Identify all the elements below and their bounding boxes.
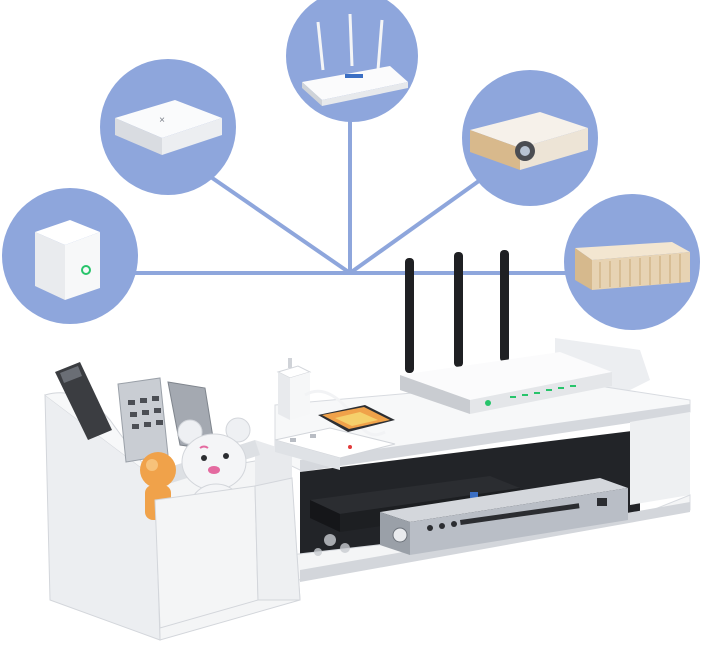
connector-line-upper-right [348,171,492,275]
antenna-left [405,258,414,373]
connector-lines [135,120,575,275]
router-status-leds [510,385,576,398]
set-top-box-icon: × [115,100,222,155]
svg-text:×: × [159,115,165,126]
dvd-player [380,478,628,555]
mesh-router-icon [575,242,690,290]
projector-icon [470,112,588,170]
remote-black [55,362,112,440]
bubble-wifi-cube [2,188,138,324]
organizer-side [44,393,161,641]
antenna-middle [454,252,463,367]
connector-line-upper-left [203,171,352,275]
bubble-set-top-box: × [100,59,236,195]
bubble-router [286,0,418,122]
power-strip [274,427,396,470]
wifi-cube-icon [35,220,100,300]
router-icon [302,13,408,106]
antenna-right [500,250,509,362]
router-device [400,250,612,414]
floral-decoration [314,534,350,556]
router-power-led [485,400,491,406]
bubble-projector [462,70,598,206]
bubble-mesh-router [564,194,700,330]
shelf-right-back-panel [555,338,650,395]
smartphone [318,405,395,432]
